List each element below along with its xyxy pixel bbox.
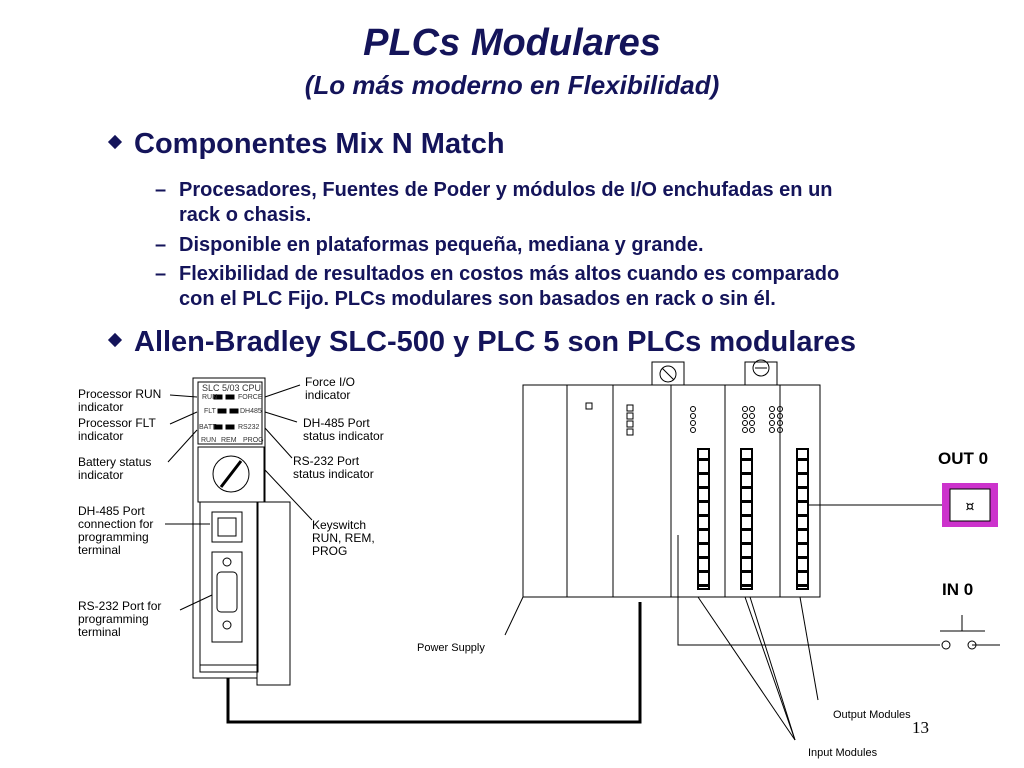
dh485-port-icon — [211, 511, 243, 543]
led-label-batt: BATT — [199, 424, 217, 431]
bullet-1-text: Componentes Mix N Match — [134, 128, 505, 160]
subitem-2-line-1: Disponible en plataformas pequeña, media… — [179, 234, 704, 256]
bullet-2: Allen-Bradley SLC-500 y PLC 5 son PLCs m… — [107, 326, 856, 359]
led-label-run: RUN — [202, 394, 218, 401]
callout-output-modules: Output Modules — [833, 709, 911, 721]
subitem-1: – Procesadores, Fuentes de Poder y módul… — [155, 178, 995, 228]
subitem-3-line-1: Flexibilidad de resultados en costos más… — [179, 263, 840, 285]
led-label-flt: FLT — [204, 408, 216, 415]
key-label-run: RUN — [201, 437, 217, 444]
led-label-dh485: DH485 — [240, 408, 262, 415]
bullet-2-text: Allen-Bradley SLC-500 y PLC 5 son PLCs m… — [134, 326, 856, 358]
led-label-rs232: RS232 — [238, 424, 260, 431]
subitem-3-line-2: con el PLC Fijo. PLCs modulares son basa… — [179, 288, 776, 310]
slide-title: PLCs Modulares — [363, 22, 661, 64]
terminal-block-2 — [740, 448, 753, 590]
page-number: 13 — [912, 718, 929, 737]
rs232-port-icon — [211, 551, 243, 643]
slide-subtitle: (Lo más moderno en Flexibilidad) — [304, 70, 720, 100]
key-label-prog: PROG — [243, 437, 264, 444]
bullet-1: Componentes Mix N Match — [107, 128, 505, 161]
processor-led-panel — [197, 381, 263, 445]
terminal-block-3 — [796, 448, 809, 590]
cpu-model-label: SLC 5/03 CPU — [202, 383, 262, 393]
processor-module — [192, 377, 266, 679]
key-label-rem: REM — [221, 437, 237, 444]
subitem-2: – Disponible en plataformas pequeña, med… — [155, 233, 995, 258]
in-0-label: IN 0 — [942, 580, 974, 599]
out-0-label: OUT 0 — [938, 449, 989, 468]
terminal-block-1 — [697, 448, 710, 590]
led-label-force: FORCE — [238, 394, 263, 401]
mount-screw-icon — [752, 359, 770, 377]
module-side-panel — [256, 501, 291, 686]
keyswitch-icon — [212, 455, 250, 493]
mount-screw-icon — [659, 365, 677, 383]
subitem-3: – Flexibilidad de resultados en costos m… — [155, 262, 995, 312]
subitem-1-line-2: rack o chasis. — [179, 204, 312, 226]
subitem-1-line-1: Procesadores, Fuentes de Poder y módulos… — [179, 179, 833, 201]
callout-power-supply: Power Supply — [417, 642, 485, 654]
output-symbol-icon: ¤ — [966, 499, 975, 515]
callout-input-modules: Input Modules — [808, 747, 878, 759]
